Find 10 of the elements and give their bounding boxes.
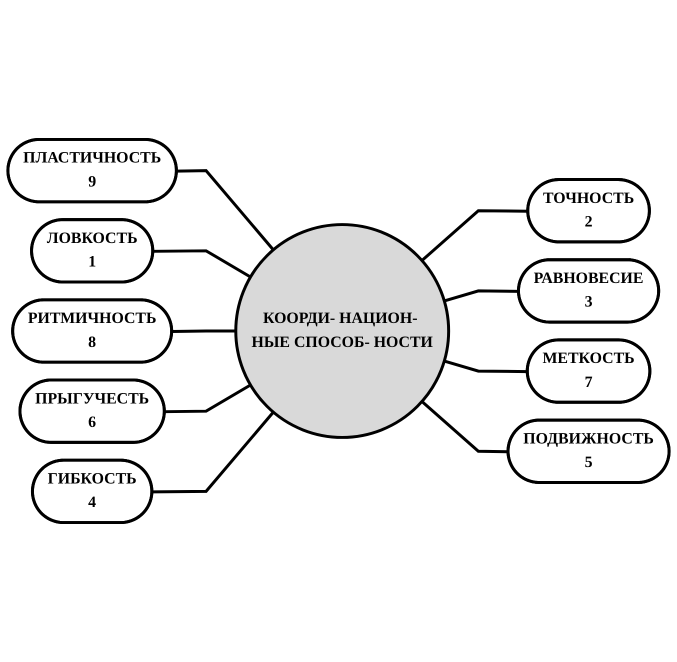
connector — [420, 209, 528, 262]
connector — [152, 411, 274, 494]
connector — [420, 400, 509, 454]
connector — [164, 384, 252, 414]
connector — [176, 169, 274, 251]
connector — [172, 330, 236, 333]
connector — [444, 360, 528, 374]
connector — [153, 249, 252, 278]
node-circle: КООРДИ- НАЦИОН- НЫЕ СПОСОБ- НОСТИ — [234, 223, 450, 439]
connector — [444, 289, 519, 302]
